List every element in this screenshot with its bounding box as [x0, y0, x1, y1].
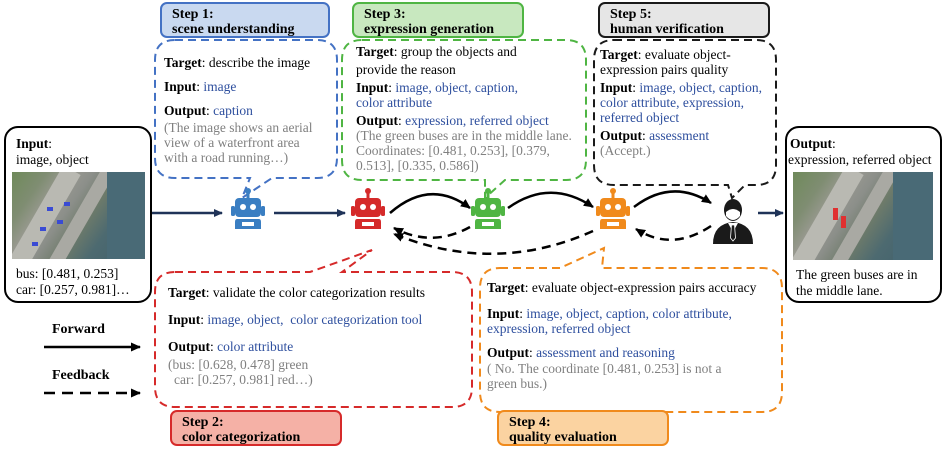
human-verifier-icon	[713, 199, 753, 244]
step3-bubble	[341, 39, 587, 201]
agent1-robot-icon	[231, 188, 265, 229]
step5-tab: Step 5: human verification	[598, 2, 770, 38]
agent4-to-agent2-feedback	[393, 229, 594, 256]
input-panel: Input: image, object bus: [0.481, 0.253]…	[4, 126, 152, 303]
step5-bubble	[593, 39, 777, 200]
step1-content: Target: describe the image Input: image …	[164, 55, 313, 165]
step2-bubble	[154, 249, 473, 408]
output-caption-line1: The green buses are in	[796, 267, 918, 282]
step2-tab: Step 2: color categorization	[170, 410, 342, 446]
step1-bubble	[154, 39, 338, 201]
legend-feedback-label: Feedback	[52, 368, 110, 383]
output-aerial-image	[793, 172, 933, 260]
output-value: expression, referred object	[788, 152, 932, 167]
agent2-to-agent3-arrow	[389, 193, 471, 214]
agent4-to-human-arrow	[633, 190, 712, 208]
input-coord-line1: bus: [0.481, 0.253]	[16, 266, 119, 281]
human-to-agent4-feedback	[635, 224, 712, 241]
step3-tab: Step 3: expression generation	[352, 2, 524, 38]
output-caption-line2: the middle lane.	[796, 283, 883, 298]
agent4-robot-icon	[596, 188, 630, 229]
step4-tab: Step 4: quality evaluation	[497, 410, 669, 446]
output-panel: Output: expression, referred object The …	[785, 126, 942, 303]
agent3-to-agent2-feedback	[393, 225, 471, 239]
output-label: Output	[790, 136, 833, 151]
agent3-robot-icon	[471, 188, 505, 229]
legend-forward-label: Forward	[52, 322, 105, 337]
input-coord-line2: car: [0.257, 0.981]…	[16, 282, 130, 297]
input-aerial-image	[12, 172, 145, 259]
agent2-robot-icon	[351, 188, 385, 229]
step3-content: Target: group the objects and provide th…	[356, 44, 572, 173]
agent3-to-agent4-arrow	[507, 191, 594, 210]
step1-tab: Step 1: scene understanding	[160, 2, 330, 38]
input-value: image, object	[16, 152, 89, 167]
input-label: Input	[16, 136, 49, 151]
step5-content: Target: evaluate object- expression pair…	[600, 47, 763, 158]
step4-content: Target: evaluate object-expression pairs…	[487, 280, 757, 391]
step4-bubble	[479, 246, 783, 413]
step2-content: Target: validate the color categorizatio…	[168, 285, 426, 387]
